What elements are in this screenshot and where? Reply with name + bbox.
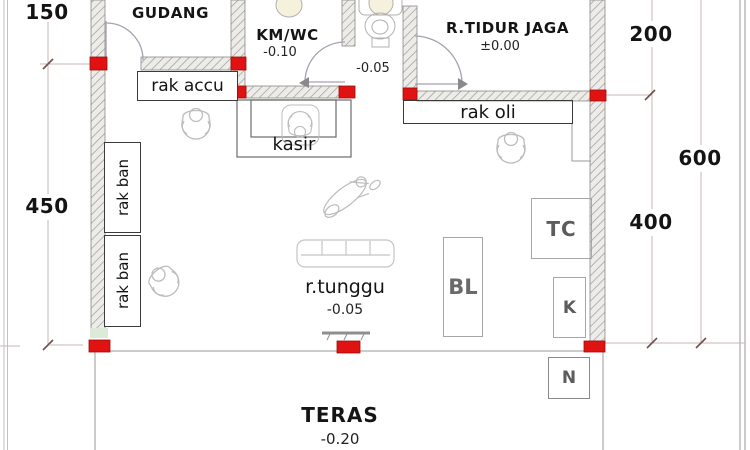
furniture-box-n: N [548,357,590,399]
column-marker [230,56,247,71]
person-figure [181,107,211,140]
level-label-rtunggu: -0.05 [326,302,364,318]
dimension-label-200: 200 [629,21,673,46]
room-label-rtunggu: r.tunggu [305,275,385,298]
furniture-box-k: K [553,277,586,338]
column-marker [336,340,361,354]
entrance-sill [322,331,370,341]
level-label-wc-nook: -0.05 [356,61,390,76]
dimension-label-400: 400 [629,209,673,234]
column-marker [338,85,356,99]
kasir-label: kasir [272,133,316,155]
kmwc-door-arrow [299,77,309,88]
column-marker [89,56,108,71]
dimension-label-600: 600 [678,145,722,170]
shelf-rak-ban-1: rak ban [104,142,141,233]
dimension-label-150: 150 [25,0,69,24]
sheet-border-lines [3,0,746,450]
level-label-rtidur-jaga: ±0.00 [480,39,520,54]
shelf-rak-ban-1-label: rak ban [113,158,132,217]
person-figure [142,259,186,303]
wall-kmwc-bottom [245,85,341,99]
rak-oli-nook-line [571,124,591,162]
furniture-box-bl: BL [443,237,483,337]
door-arcs [105,21,468,90]
bench-symbol [296,239,395,268]
rtidur-door-arrow [458,78,468,90]
room-label-teras: TERAS [301,403,379,427]
wall-left-outer [90,0,106,331]
basin-fixture [275,0,303,18]
furniture-box-tc: TC [531,198,592,259]
room-label-rtidur-jaga: R.TIDUR JAGA [445,19,570,37]
furniture-box-n-label: N [561,368,577,388]
wall-wc-right [402,5,418,89]
kasir-desk [236,99,352,158]
column-markers [88,56,607,354]
dimension-arrow-ticks [42,58,707,351]
room-label-kmwc: KM/WC [256,26,319,44]
wall-wc-left [341,0,356,47]
fixtures-layer [142,0,591,341]
shelf-rak-oli: rak oli [403,100,573,124]
rtidur-door [414,35,468,90]
level-label-teras: -0.20 [320,430,360,448]
column-marker [589,89,607,102]
shelf-rak-ban-2: rak ban [104,235,141,327]
dimension-lines [0,0,745,347]
furniture-box-bl-label: BL [448,275,478,299]
motorcycle-symbol [323,176,381,218]
kasir-chair [281,104,320,146]
room-label-gudang: GUDANG [131,3,210,22]
kmwc-door [299,41,346,88]
wall-gudang-bottom [140,56,232,71]
gudang-door [105,21,144,61]
wall-right-outer [589,0,606,342]
dimension-label-450: 450 [25,194,69,218]
level-label-kmwc: -0.10 [263,45,297,60]
furniture-box-k-label: K [562,297,577,318]
shelf-rak-accu-label: rak accu [151,76,224,96]
shelf-rak-oli-label: rak oli [460,101,516,123]
column-marker [583,340,606,353]
person-figure [496,131,526,164]
wall-end-mark [90,328,108,338]
furniture-box-tc-label: TC [546,216,577,241]
column-marker [88,339,111,353]
shelf-rak-accu: rak accu [137,71,238,101]
toilet-fixture [358,0,403,48]
shelf-rak-ban-2-label: rak ban [113,252,132,310]
column-marker [402,87,418,101]
